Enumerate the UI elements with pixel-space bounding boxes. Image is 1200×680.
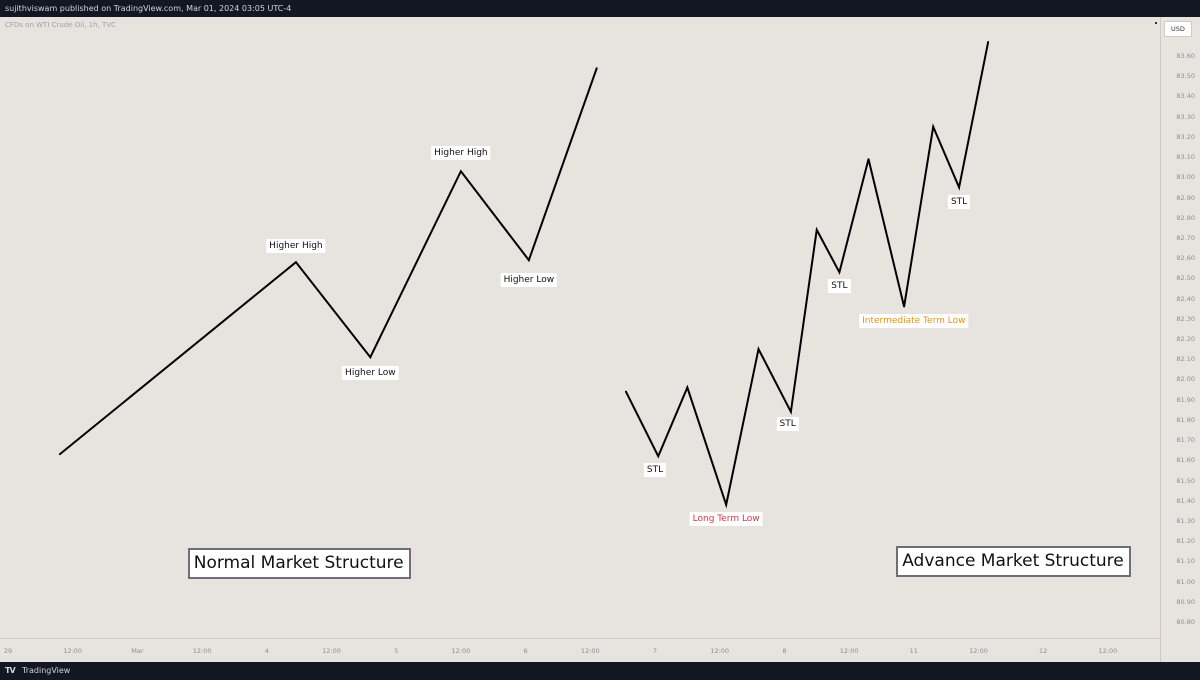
time-axis-label: 6 [523,647,528,655]
price-axis-label: 83.10 [1176,153,1195,162]
swing-point [527,259,530,262]
swing-point [987,40,990,43]
annotation-label[interactable]: STL [828,279,851,294]
price-axis-label: 81.70 [1176,436,1195,445]
swing-point [460,170,462,173]
price-axis-label: 83.50 [1176,72,1195,81]
price-axis-label: 82.70 [1176,233,1195,242]
price-axis-label: 83.00 [1176,173,1195,182]
swing-point [867,158,870,160]
annotation-label[interactable]: STL [776,416,799,431]
time-axis-label: 12:00 [969,647,988,655]
time-axis-label: 12:00 [451,647,471,655]
price-axis-label: 82.80 [1176,213,1195,222]
swing-point [595,67,598,70]
price-axis-label: 82.40 [1176,294,1195,303]
chart-plot-area[interactable] [0,17,1160,638]
swing-point [757,348,760,351]
time-axis-label: 12:00 [63,647,83,655]
price-axis-label: 80.80 [1176,618,1195,626]
annotation-label[interactable]: Long Term Low [689,511,763,526]
price-axis[interactable]: 83.60 83.50 83.40 83.30 83.20 83.10 83.00 82.90… [1160,17,1200,662]
normal-structure-line[interactable] [59,67,598,455]
swing-point [815,228,818,231]
annotation-label[interactable]: STL [643,463,667,478]
swing-point [369,356,372,359]
advance-market-structure-box[interactable]: Advance Market Structure [896,546,1131,578]
swing-point [58,453,61,456]
price-axis-label: 81.90 [1176,395,1195,404]
time-axis-label: 12:00 [839,647,859,655]
annotation-label[interactable]: Higher Low [500,273,558,288]
price-axis-label: 81.30 [1176,516,1195,525]
swing-point [725,503,728,506]
price-axis-label: 83.30 [1176,112,1195,121]
annotation-label[interactable]: STL [947,194,971,209]
swing-point [932,125,935,128]
chart-dot-marker [1155,22,1157,24]
time-axis-label: 11 [909,647,918,655]
price-axis-label: 80.90 [1176,597,1195,606]
swing-point [624,390,627,393]
price-axis-label: 82.60 [1176,254,1195,263]
price-axis-label: 82.50 [1176,274,1195,283]
price-axis-label: 81.60 [1176,456,1195,465]
swing-point [903,305,905,308]
footer-brand: TradingView [22,666,71,675]
footer-bar: TV TradingView [0,662,1200,680]
swing-point [686,386,689,389]
price-axis-label: 81.00 [1176,577,1195,586]
time-axis-label: 4 [264,647,269,655]
time-axis-label: 5 [394,647,399,655]
price-axis-label: 83.20 [1176,132,1195,141]
time-axis-label: 29 [3,647,13,655]
time-axis-label: 12:00 [322,647,341,655]
time-axis-label: 12:00 [1098,647,1118,655]
time-axis-label: 8 [782,647,787,655]
annotation-label[interactable]: Intermediate Term Low [859,313,969,328]
time-axis-label: 12:00 [580,647,600,655]
swing-point [657,455,660,458]
annotation-label[interactable]: Higher High [266,239,326,253]
price-axis-label: 83.40 [1176,92,1195,101]
tradingview-logo-icon: TV [5,666,16,675]
swing-point [789,410,792,413]
price-axis-label: 82.90 [1176,193,1195,202]
currency-badge[interactable]: USD [1164,21,1192,37]
price-axis-label: 82.20 [1176,335,1195,343]
chart-symbol-title: CFDs on WTI Crude Oil, 1h, TVC [5,21,116,29]
price-axis-label: 81.40 [1176,496,1195,505]
annotation-label[interactable]: Higher Low [342,366,399,381]
annotation-label[interactable]: Higher High [431,146,491,161]
swing-point [838,271,841,274]
publish-header-bar: sujithviswam published on TradingView.co… [0,0,1200,17]
time-axis-label: 12:00 [710,647,730,655]
time-axis-label: 12:00 [192,647,212,655]
time-axis-label: 12 [1039,647,1048,655]
price-axis-label: 81.80 [1176,415,1195,424]
publish-line: sujithviswam published on TradingView.co… [5,4,292,13]
time-axis[interactable]: 29 12:00 Mar 12:00 4 12:00 5 12:00 6 12:00 7 12:00 8… [0,638,1160,663]
price-axis-label: 82.00 [1176,375,1195,384]
price-axis-label: 82.10 [1176,355,1195,364]
swing-point [295,261,297,264]
swing-point [958,186,960,189]
price-axis-label: 81.50 [1176,476,1195,485]
time-axis-label: Mar [131,647,144,655]
advance-structure-line[interactable] [624,41,990,509]
normal-market-structure-box[interactable]: Normal Market Structure [187,548,411,580]
price-axis-label: 82.30 [1176,314,1195,323]
price-axis-label: 81.20 [1176,537,1195,546]
price-axis-label: 81.10 [1176,557,1195,566]
time-axis-label: 7 [652,647,658,655]
price-axis-label: 83.60 [1176,52,1195,60]
